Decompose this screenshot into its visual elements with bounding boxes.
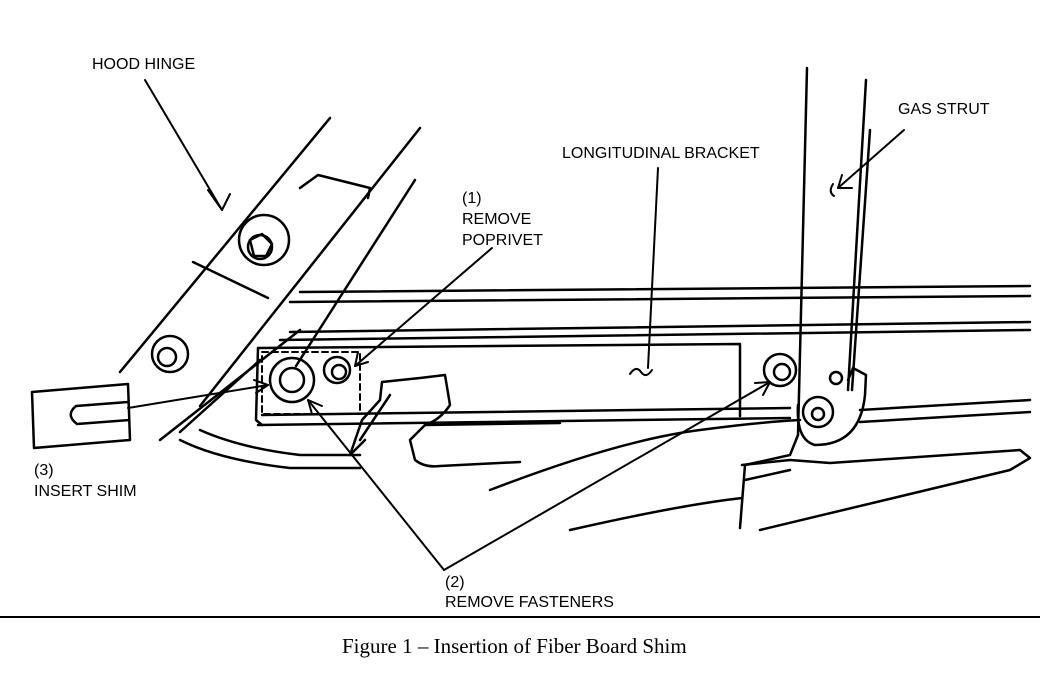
fastener-right [762, 352, 798, 388]
hood-hinge-arm [118, 116, 422, 442]
step1-number: (1) [462, 190, 482, 207]
longitudinal-bracket-label: LONGITUDINAL BRACKET [562, 145, 760, 162]
gas-strut-rod [796, 66, 872, 437]
hinge-lower-bolt [150, 334, 190, 374]
longitudinal-bracket-rails [256, 284, 1032, 427]
fastener-left [268, 356, 316, 404]
figure-caption: Figure 1 – Insertion of Fiber Board Shim [342, 634, 687, 658]
step2-number: (2) [445, 574, 465, 591]
hood-hinge-label: HOOD HINGE [92, 56, 196, 73]
fender-curve [178, 428, 367, 470]
step1-line1: REMOVE [462, 211, 532, 228]
strut-mount [738, 366, 1032, 532]
step3-number: (3) [34, 462, 54, 479]
fiber-board-shim [30, 382, 132, 450]
gas-strut-label: GAS STRUT [898, 101, 990, 118]
step3-text: INSERT SHIM [34, 483, 137, 500]
leader-lines [127, 79, 905, 571]
hinge-upper-bolt [237, 213, 291, 267]
step1-line2: POPRIVET [462, 232, 543, 249]
hinge-hook-bracket [348, 373, 802, 532]
poprivet [322, 355, 352, 385]
step2-text: REMOVE FASTENERS [445, 594, 614, 611]
